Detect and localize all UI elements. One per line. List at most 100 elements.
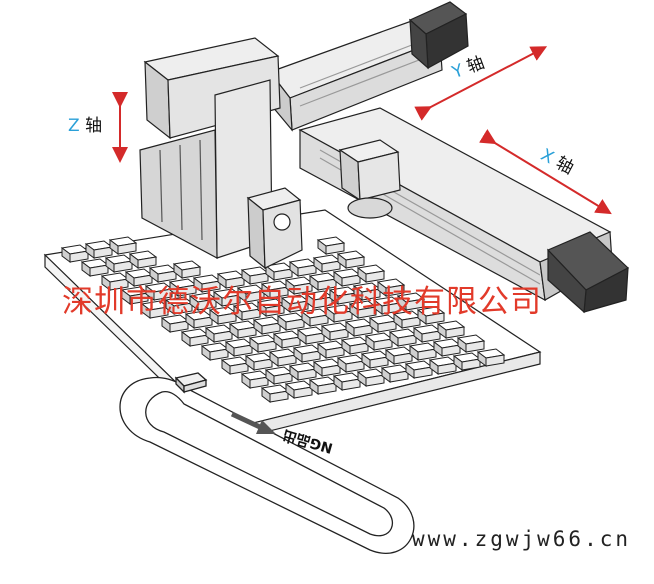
tray-block (316, 236, 346, 255)
tray-block (412, 324, 442, 343)
tray-block (332, 268, 362, 287)
tray-block (200, 342, 230, 361)
tray-block (452, 352, 482, 371)
z-axis-column (139, 37, 281, 260)
company-watermark: 深圳市德沃尔自动化科技有限公司 (62, 284, 542, 320)
tray-block (84, 240, 114, 259)
tray-block (264, 262, 294, 281)
tray-block (284, 276, 314, 295)
tray-block (372, 296, 402, 315)
tray-block (184, 310, 214, 329)
tray-block (360, 350, 390, 369)
ng-conveyor-belt (119, 372, 415, 554)
tray-block (384, 346, 414, 365)
tray-block (312, 358, 342, 377)
tray-block (428, 356, 458, 375)
z-axis-word: 轴 (85, 116, 103, 136)
tray-block (388, 328, 418, 347)
tray-block (296, 326, 326, 345)
tray-block (336, 354, 366, 373)
tray-block (236, 284, 266, 303)
tray-block (192, 274, 222, 293)
tray-block (436, 320, 466, 339)
tray-block (308, 272, 338, 291)
tray-block (180, 328, 210, 347)
tray-block (308, 376, 338, 395)
tray-block (320, 322, 350, 341)
tray-block (288, 258, 318, 277)
tray-block (216, 270, 246, 289)
tray-block (376, 278, 406, 297)
site-url: www.zgwjw66.cn (412, 527, 632, 551)
tray-block (172, 260, 202, 279)
tray-block (348, 300, 378, 319)
tray-block (276, 312, 306, 331)
tray-block (120, 286, 150, 305)
tray-block (60, 244, 90, 263)
z-axis-label: Z 轴 (68, 116, 102, 136)
z-axis-letter: Z (68, 116, 80, 136)
tray-block (356, 368, 386, 387)
tray-blocks (60, 236, 506, 403)
tray-block (352, 282, 382, 301)
parts-tray (43, 209, 542, 444)
tray-block (324, 304, 354, 323)
tray-block (416, 306, 446, 325)
tray-block (356, 264, 386, 283)
tray-block (268, 348, 298, 367)
tray-block (456, 334, 486, 353)
tray-block (232, 302, 262, 321)
tray-block (404, 360, 434, 379)
tray-block (240, 370, 270, 389)
tray-block (340, 336, 370, 355)
tray-block (148, 264, 178, 283)
x-carriage-head (338, 139, 401, 219)
tray-block (312, 254, 342, 273)
tray-block (188, 292, 218, 311)
tray-block (168, 278, 198, 297)
tray-block (252, 316, 282, 335)
tray-block (224, 338, 254, 357)
tray-block (344, 318, 374, 337)
tray-block (408, 342, 438, 361)
tray-block (292, 344, 322, 363)
tray-block (144, 282, 174, 301)
tray-block (336, 250, 366, 269)
tray-block (432, 338, 462, 357)
tray-block (260, 280, 290, 299)
tray-block (260, 384, 290, 403)
tray-block (264, 366, 294, 385)
gripper (246, 187, 303, 270)
x-axis-arrow (479, 129, 612, 215)
direction-arrow (230, 411, 264, 431)
tray-block (108, 236, 138, 255)
tray-block (204, 324, 234, 343)
tray-block (280, 294, 310, 313)
tray-block (272, 330, 302, 349)
tray-block (328, 286, 358, 305)
tray-block (80, 258, 110, 277)
y-axis-arrow (414, 46, 548, 121)
tray-block (284, 380, 314, 399)
tray-block (364, 332, 394, 351)
tray-block (240, 266, 270, 285)
tray-block (392, 310, 422, 329)
tray-block (100, 272, 130, 291)
tray-block (212, 288, 242, 307)
tray-block (164, 296, 194, 315)
tray-block (104, 254, 134, 273)
tray-block (316, 340, 346, 359)
tray-block (288, 362, 318, 381)
tray-block (244, 352, 274, 371)
tray-block (128, 250, 158, 269)
tray-block (140, 300, 170, 319)
tray-block (396, 292, 426, 311)
tray-block (380, 364, 410, 383)
tray-block (476, 348, 506, 367)
tray-block (248, 334, 278, 353)
tray-block (228, 320, 258, 339)
tray-block (332, 372, 362, 391)
tray-block (368, 314, 398, 333)
